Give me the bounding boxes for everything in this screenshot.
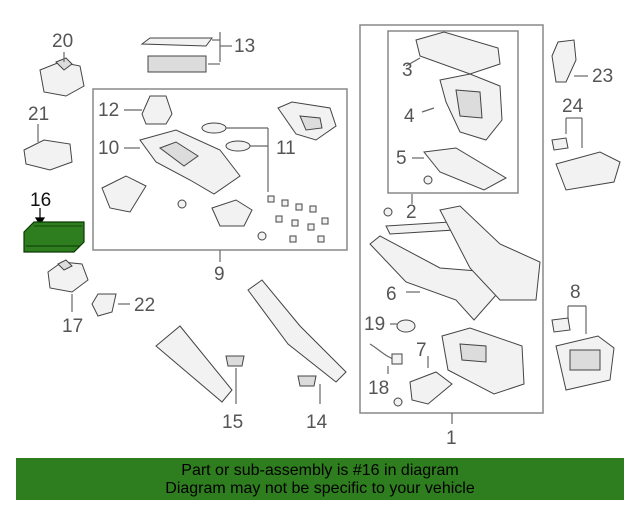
part-10[interactable] xyxy=(124,129,241,195)
callout-15[interactable]: 15 xyxy=(222,412,243,433)
callout-13[interactable]: 13 xyxy=(234,36,255,57)
console-top-panel xyxy=(277,101,337,141)
callout-1[interactable]: 1 xyxy=(446,428,457,449)
part-5[interactable] xyxy=(412,147,508,191)
banner-line-2: Diagram may not be specific to your vehi… xyxy=(165,480,475,497)
callout-20[interactable]: 20 xyxy=(52,31,73,52)
part-13[interactable] xyxy=(140,32,232,73)
part-3[interactable] xyxy=(405,31,501,75)
part-8[interactable] xyxy=(551,305,615,391)
clips-group xyxy=(101,175,329,243)
callout-8[interactable]: 8 xyxy=(570,282,581,303)
part-14[interactable] xyxy=(247,279,347,404)
part-16-highlighted[interactable] xyxy=(23,221,85,253)
callout-24[interactable]: 24 xyxy=(562,96,584,117)
callout-16[interactable]: 16 xyxy=(30,190,51,211)
callout-10[interactable]: 10 xyxy=(98,138,119,159)
callout-18[interactable]: 18 xyxy=(368,378,389,399)
part-20[interactable] xyxy=(39,52,85,97)
callout-6[interactable]: 6 xyxy=(386,284,397,305)
callout-21[interactable]: 21 xyxy=(28,104,49,125)
part-11[interactable] xyxy=(201,122,269,192)
callout-12[interactable]: 12 xyxy=(98,100,119,121)
callout-3[interactable]: 3 xyxy=(402,60,413,81)
callout-2[interactable]: 2 xyxy=(406,202,417,223)
info-banner: Part or sub-assembly is #16 in diagram D… xyxy=(16,458,624,500)
callout-19[interactable]: 19 xyxy=(364,314,385,335)
banner-line-1: Part or sub-assembly is #16 in diagram xyxy=(181,462,459,479)
part-24[interactable] xyxy=(551,117,621,191)
part-21[interactable] xyxy=(23,124,73,171)
callout-14[interactable]: 14 xyxy=(306,412,328,433)
part-6[interactable] xyxy=(369,205,541,321)
part-4[interactable] xyxy=(421,73,503,141)
part-23[interactable] xyxy=(551,39,588,83)
callout-5[interactable]: 5 xyxy=(396,148,407,169)
part-15[interactable] xyxy=(155,325,245,404)
callout-11[interactable]: 11 xyxy=(276,138,296,159)
part-12[interactable] xyxy=(124,95,173,125)
callout-7[interactable]: 7 xyxy=(416,340,427,361)
part-22[interactable] xyxy=(91,293,130,317)
callout-22[interactable]: 22 xyxy=(134,295,155,316)
group-box-2 xyxy=(387,30,519,194)
part-7[interactable] xyxy=(409,327,525,405)
callout-9[interactable]: 9 xyxy=(214,264,225,285)
callout-4[interactable]: 4 xyxy=(404,106,415,127)
callout-23[interactable]: 23 xyxy=(592,66,613,87)
part-17[interactable] xyxy=(47,259,89,312)
callout-17[interactable]: 17 xyxy=(62,316,83,337)
part-18[interactable] xyxy=(369,343,403,374)
part-19[interactable] xyxy=(390,319,416,333)
